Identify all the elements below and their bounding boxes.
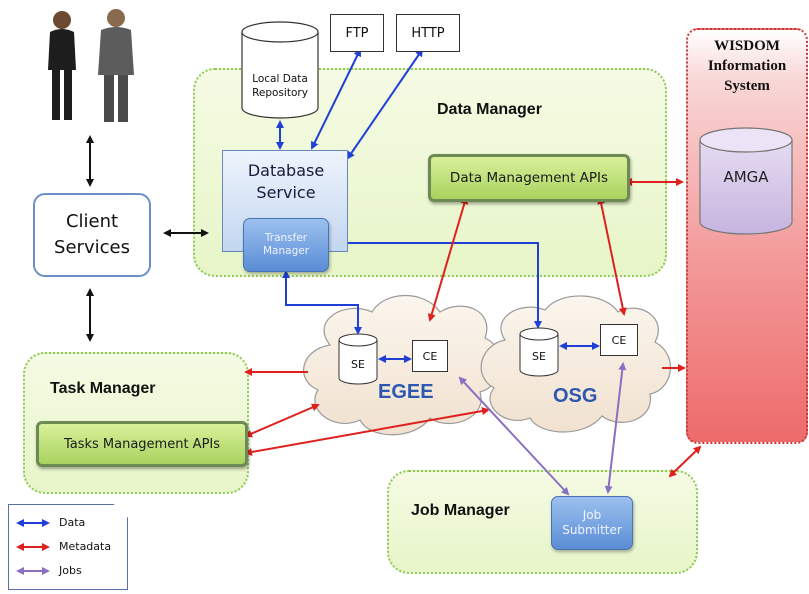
legend-jobs-label: Jobs (59, 564, 82, 577)
local-data-repository-cylinder (241, 21, 319, 119)
database-service-label: Database Service (247, 161, 325, 202)
wisdom-title-line3: System (724, 78, 770, 94)
transfer-manager: Transfer Manager (243, 218, 329, 272)
amga-cylinder (699, 127, 793, 235)
data-manager-title: Data Manager (437, 101, 542, 118)
wisdom-information-system (686, 28, 808, 444)
transfer-osg-se-arrow (326, 239, 542, 329)
legend-metadata-label: Metadata (59, 540, 112, 553)
http-box: HTTP (396, 14, 460, 52)
osg-cloud (480, 295, 671, 433)
wisdom-title-line1: WISDOM (714, 38, 780, 54)
wisdom-title-line2: Information (707, 58, 787, 74)
osg-se-label: SE (532, 350, 546, 363)
egee-ce-box: CE (412, 340, 448, 372)
egee-ce-job-submitter-arrow (458, 376, 570, 496)
client-services: Client Services (33, 193, 151, 277)
http-database-arrow (346, 48, 424, 160)
egee-label: EGEE (378, 381, 434, 403)
legend-swatches (16, 519, 50, 575)
task-manager-title: Task Manager (50, 380, 156, 397)
legend: Data Metadata Jobs (8, 504, 128, 590)
dm-apis-osg-ce-arrow (597, 196, 627, 316)
ftp-database-arrow (311, 48, 361, 150)
wisdom-title: WISDOM Information System (686, 36, 808, 96)
job-manager-wisdom-arrow (668, 445, 702, 478)
tasks-management-apis: Tasks Management APIs (36, 421, 248, 467)
egee-se-label: SE (351, 358, 365, 371)
legend-data-label: Data (59, 516, 86, 529)
job-submitter: Job Submitter (551, 496, 633, 550)
local-data-repository-label: Local Data Repository (252, 73, 308, 99)
job-manager-title: Job Manager (411, 502, 510, 519)
dm-apis-egee-ce-arrow (427, 196, 469, 322)
osg-ce-box: CE (600, 324, 638, 356)
tasks-apis-egee-arrow (244, 403, 320, 438)
users-icon (48, 9, 134, 122)
osg-se-cylinder (519, 327, 559, 377)
osg-ce-job-submitter-arrow (604, 362, 627, 494)
tasks-apis-osg-arrow (244, 407, 490, 456)
amga-label: AMGA (723, 168, 769, 186)
ftp-box: FTP (330, 14, 384, 52)
osg-label: OSG (553, 385, 598, 407)
data-management-apis: Data Management APIs (428, 154, 630, 202)
